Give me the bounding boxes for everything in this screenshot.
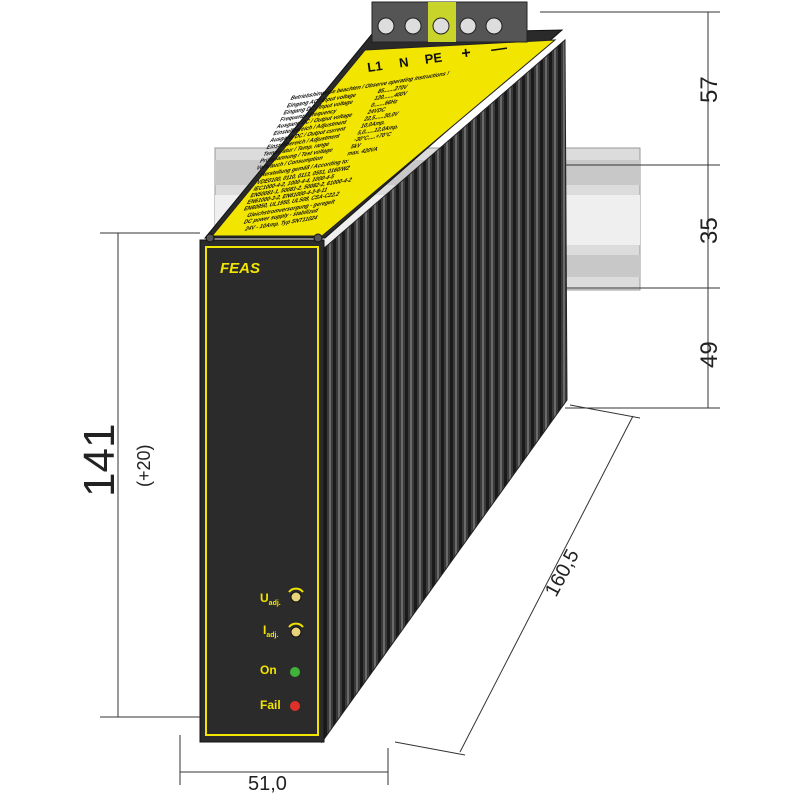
dim-141-extra: (+20) bbox=[134, 444, 154, 487]
front-panel: FEAS Uadj. Iadj. On Fail bbox=[199, 233, 325, 743]
dimension-lines bbox=[100, 11, 720, 785]
label-row-value: 10,0Amp. bbox=[359, 119, 387, 130]
terminal-pe: PE bbox=[424, 50, 444, 67]
label-row-value: 24VDC bbox=[366, 106, 387, 116]
terminal-minus: — bbox=[490, 40, 508, 59]
label-row-value: max. 420VA bbox=[346, 146, 380, 158]
dim-35: 35 bbox=[696, 217, 723, 244]
dim-51: 51,0 bbox=[248, 773, 287, 795]
on-label: On bbox=[260, 663, 277, 677]
fail-led-icon bbox=[290, 701, 300, 711]
i-adj-label: Iadj. bbox=[263, 623, 278, 639]
terminal-plus: + bbox=[460, 45, 472, 63]
label-row-value: 85.......270V bbox=[376, 84, 409, 96]
label-row-value: 0.......66Hz bbox=[369, 98, 399, 109]
terminal-l1: L1 bbox=[366, 58, 383, 75]
feas-logo: FEAS bbox=[220, 260, 260, 277]
dim-49: 49 bbox=[696, 341, 723, 368]
fail-label: Fail bbox=[260, 698, 281, 712]
i-adj-potentiometer[interactable] bbox=[288, 622, 304, 638]
terminal-n: N bbox=[398, 54, 409, 70]
u-adj-label: Uadj. bbox=[260, 591, 281, 607]
dim-141: 141 bbox=[75, 424, 124, 497]
on-led-icon bbox=[290, 667, 300, 677]
terminal-block bbox=[371, 1, 528, 43]
dim-57: 57 bbox=[696, 76, 723, 103]
type-label bbox=[210, 39, 557, 237]
label-row-value: 5kV bbox=[349, 142, 363, 151]
u-adj-potentiometer[interactable] bbox=[288, 587, 304, 603]
dim-160-5: 160,5 bbox=[541, 546, 584, 601]
